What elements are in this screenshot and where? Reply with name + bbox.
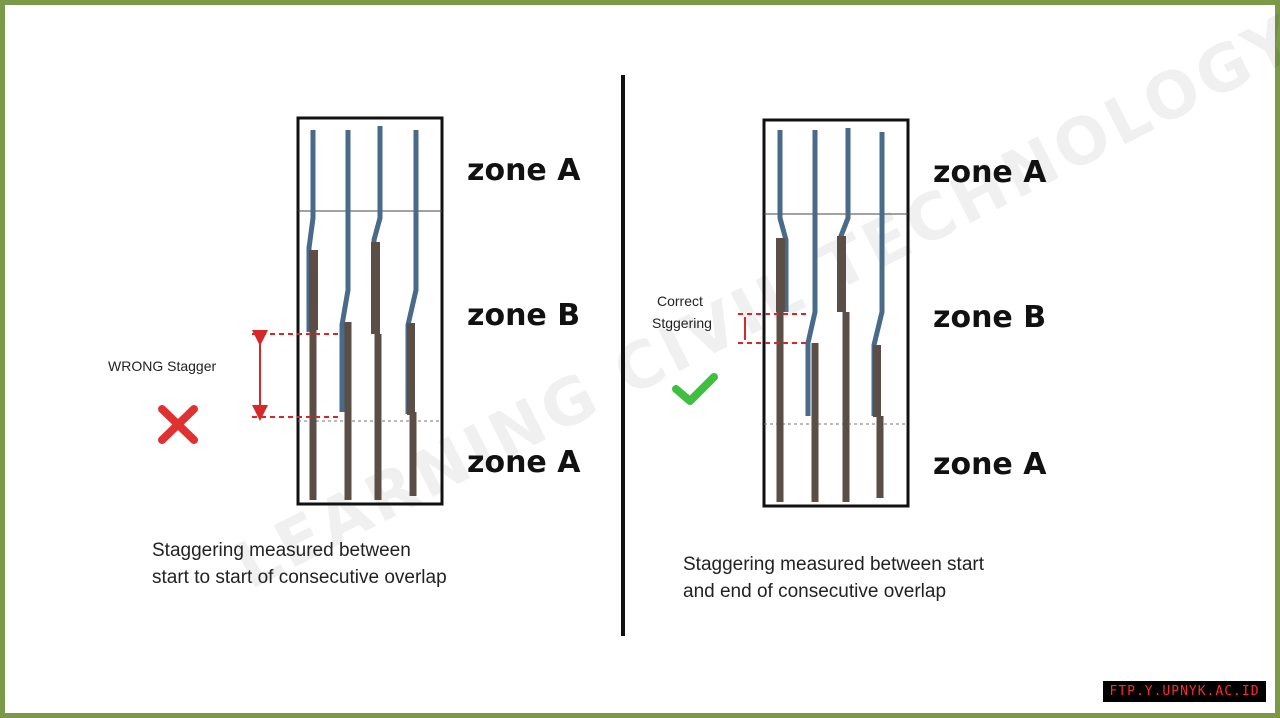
right-bar-1 xyxy=(776,130,789,502)
green-check-icon xyxy=(672,373,718,405)
left-column-outline xyxy=(296,116,444,506)
left-bar-1 xyxy=(306,130,318,500)
right-bar-2 xyxy=(805,130,819,502)
source-badge: FTP.Y.UPNYK.AC.ID xyxy=(1103,681,1266,702)
left-bar-3 xyxy=(371,126,383,500)
right-bar-4 xyxy=(871,132,885,498)
left-bar-2 xyxy=(339,130,352,500)
right-caption-line1: Staggering measured between start xyxy=(683,554,985,575)
right-caption-line2: and end of consecutive overlap xyxy=(683,581,946,602)
right-annotation-line2: Stggering xyxy=(652,315,712,331)
left-caption-line1: Staggering measured between xyxy=(152,540,411,561)
left-caption-line2: start to start of consecutive overlap xyxy=(152,567,447,588)
watermark-text: LEARNING CIVIL TECHNOLOGY xyxy=(224,1,1280,604)
red-cross-icon xyxy=(158,405,198,444)
right-zone-top-label: zone A xyxy=(933,155,1047,190)
left-annotation: WRONG Stagger xyxy=(108,358,216,374)
right-column-outline xyxy=(762,118,910,508)
left-bar-4 xyxy=(405,130,419,496)
right-bar-3 xyxy=(837,128,851,502)
left-zone-middle-label: zone B xyxy=(467,298,580,333)
right-zone-middle-label: zone B xyxy=(933,300,1046,335)
left-stagger-dimension xyxy=(252,330,342,421)
left-zone-bottom-label: zone A xyxy=(467,445,581,480)
left-zone-top-label: zone A xyxy=(467,153,581,188)
right-zone-bottom-label: zone A xyxy=(933,447,1047,482)
right-annotation-line1: Correct xyxy=(657,293,703,309)
right-panel: Correct Stggering zone A zone B zone A S… xyxy=(652,118,1047,602)
right-stagger-dimension xyxy=(738,313,808,344)
left-panel: WRONG Stagger zone A zone B zone A Stagg… xyxy=(108,116,581,588)
